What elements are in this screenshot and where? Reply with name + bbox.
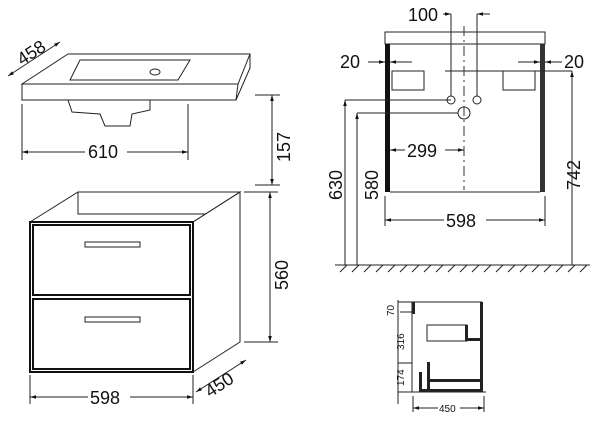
side-view-drawing: 70 316 174 450 bbox=[386, 300, 486, 415]
side-middle-label: 316 bbox=[396, 333, 407, 350]
basin-width-label: 610 bbox=[88, 142, 118, 162]
side-depth-label: 450 bbox=[439, 404, 456, 415]
height-742-label: 742 bbox=[564, 160, 584, 190]
cabinet-width-label: 598 bbox=[90, 388, 120, 408]
left-side-thickness-label: 20 bbox=[340, 52, 360, 72]
basin-depth-label: 458 bbox=[13, 36, 49, 69]
height-580-label: 580 bbox=[362, 170, 382, 200]
side-bottom-label: 174 bbox=[396, 369, 407, 386]
basin-height-label: 157 bbox=[274, 132, 294, 162]
center-offset-label: 299 bbox=[407, 141, 437, 161]
drawer-handle-bottom bbox=[84, 316, 141, 323]
cabinet-height-label: 560 bbox=[272, 260, 292, 290]
cabinet-drawing: 598 450 560 bbox=[29, 191, 292, 408]
side-top-label: 70 bbox=[386, 304, 397, 316]
right-side-thickness-label: 20 bbox=[564, 52, 584, 72]
cabinet-depth-label: 450 bbox=[201, 368, 237, 401]
front-view-drawing: 100 20 20 299 598 630 580 742 bbox=[326, 5, 590, 273]
tap-spacing-label: 100 bbox=[408, 5, 438, 25]
front-width-label: 598 bbox=[446, 211, 476, 231]
basin-drawing: 458 610 157 bbox=[7, 36, 294, 186]
height-630-label: 630 bbox=[326, 170, 346, 200]
drawer-handle-top bbox=[84, 241, 141, 248]
